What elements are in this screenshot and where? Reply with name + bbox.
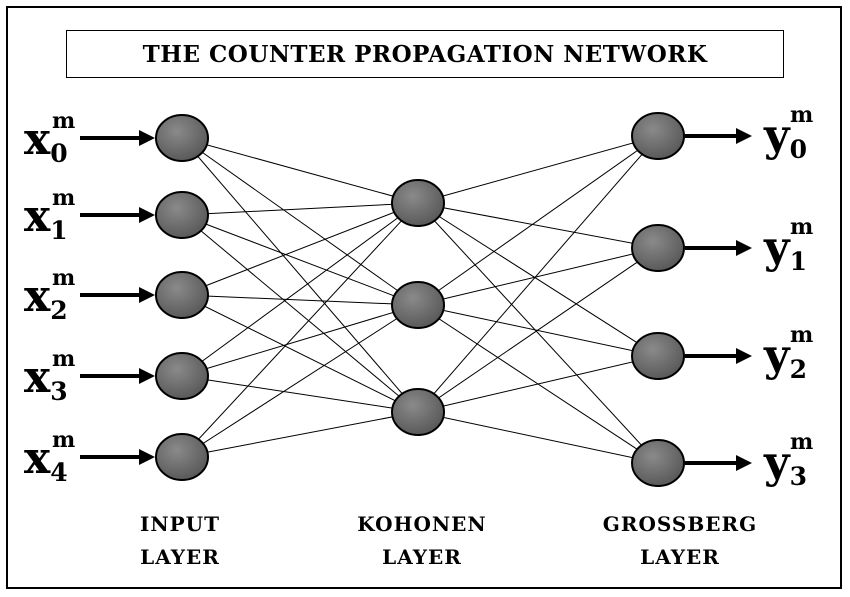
input-variable-label: x1 — [24, 191, 68, 245]
grossberg-node — [631, 439, 685, 487]
connection-line — [417, 247, 659, 306]
diagram-title: THE COUNTER PROPAGATION NETWORK — [66, 30, 784, 78]
input-variable-label: x0 — [24, 114, 68, 168]
output-arrow — [685, 455, 752, 471]
output-variable-label: y3 — [763, 437, 807, 491]
connection-line — [181, 137, 419, 413]
connection-lines — [181, 135, 659, 464]
connection-line — [417, 135, 659, 413]
connection-line — [181, 202, 419, 216]
connection-line — [181, 214, 419, 413]
input-node — [155, 114, 209, 162]
kohonen-layer-label-line2: LAYER — [382, 545, 462, 569]
kohonen-node — [391, 281, 445, 329]
input-node — [155, 352, 209, 400]
connection-line — [417, 135, 659, 306]
grossberg-layer-label-line2: LAYER — [640, 545, 720, 569]
input-node — [155, 191, 209, 239]
input-arrow — [80, 449, 155, 465]
output-arrow — [685, 348, 752, 364]
output-variable-superscript: m — [790, 214, 813, 240]
input-layer-label-line2: LAYER — [140, 545, 220, 569]
output-variable-superscript: m — [790, 429, 813, 455]
connection-line — [181, 304, 419, 458]
connection-line — [181, 304, 419, 377]
connection-line — [181, 137, 419, 204]
input-variable-label: x4 — [24, 433, 68, 487]
connection-line — [181, 294, 419, 306]
connection-line — [417, 202, 659, 464]
output-arrow — [685, 240, 752, 256]
input-variable-label: x2 — [24, 271, 68, 325]
connection-line — [181, 202, 419, 296]
connection-line — [181, 214, 419, 306]
output-variable-superscript: m — [790, 102, 813, 128]
input-variable-label: x3 — [24, 352, 68, 406]
grossberg-node — [631, 224, 685, 272]
input-node — [155, 271, 209, 319]
connection-line — [181, 202, 419, 377]
io-arrows — [80, 128, 752, 471]
input-variable-superscript: m — [52, 265, 75, 291]
grossberg-layer-label: GROSSBERG LAYER — [570, 508, 790, 574]
connection-line — [181, 411, 419, 458]
output-variable-label: y2 — [763, 330, 807, 384]
input-variable-superscript: m — [52, 427, 75, 453]
kohonen-node — [391, 388, 445, 436]
connection-line — [417, 202, 659, 249]
input-arrow — [80, 207, 155, 223]
input-variable-superscript: m — [52, 108, 75, 134]
output-variable-label: y0 — [763, 110, 807, 164]
kohonen-layer-label: KOHONEN LAYER — [312, 508, 532, 574]
output-variable-superscript: m — [790, 322, 813, 348]
connection-line — [181, 375, 419, 413]
grossberg-layer-label-line1: GROSSBERG — [602, 512, 758, 536]
input-node — [155, 433, 209, 481]
connection-line — [181, 294, 419, 413]
output-variable-label: y1 — [763, 222, 807, 276]
connection-line — [417, 135, 659, 204]
output-arrow — [685, 128, 752, 144]
input-variable-superscript: m — [52, 346, 75, 372]
input-arrow — [80, 287, 155, 303]
kohonen-node — [391, 179, 445, 227]
connection-line — [181, 137, 419, 306]
input-layer-label-line1: INPUT — [140, 512, 220, 536]
neuron-nodes — [155, 112, 685, 487]
connection-line — [417, 355, 659, 413]
grossberg-node — [631, 332, 685, 380]
connection-line — [417, 411, 659, 464]
input-layer-label: INPUT LAYER — [70, 508, 290, 574]
kohonen-layer-label-line1: KOHONEN — [357, 512, 487, 536]
connection-line — [417, 202, 659, 357]
input-arrow — [80, 130, 155, 146]
connection-line — [181, 202, 419, 458]
input-variable-superscript: m — [52, 185, 75, 211]
connection-line — [417, 247, 659, 413]
grossberg-node — [631, 112, 685, 160]
input-arrow — [80, 368, 155, 384]
